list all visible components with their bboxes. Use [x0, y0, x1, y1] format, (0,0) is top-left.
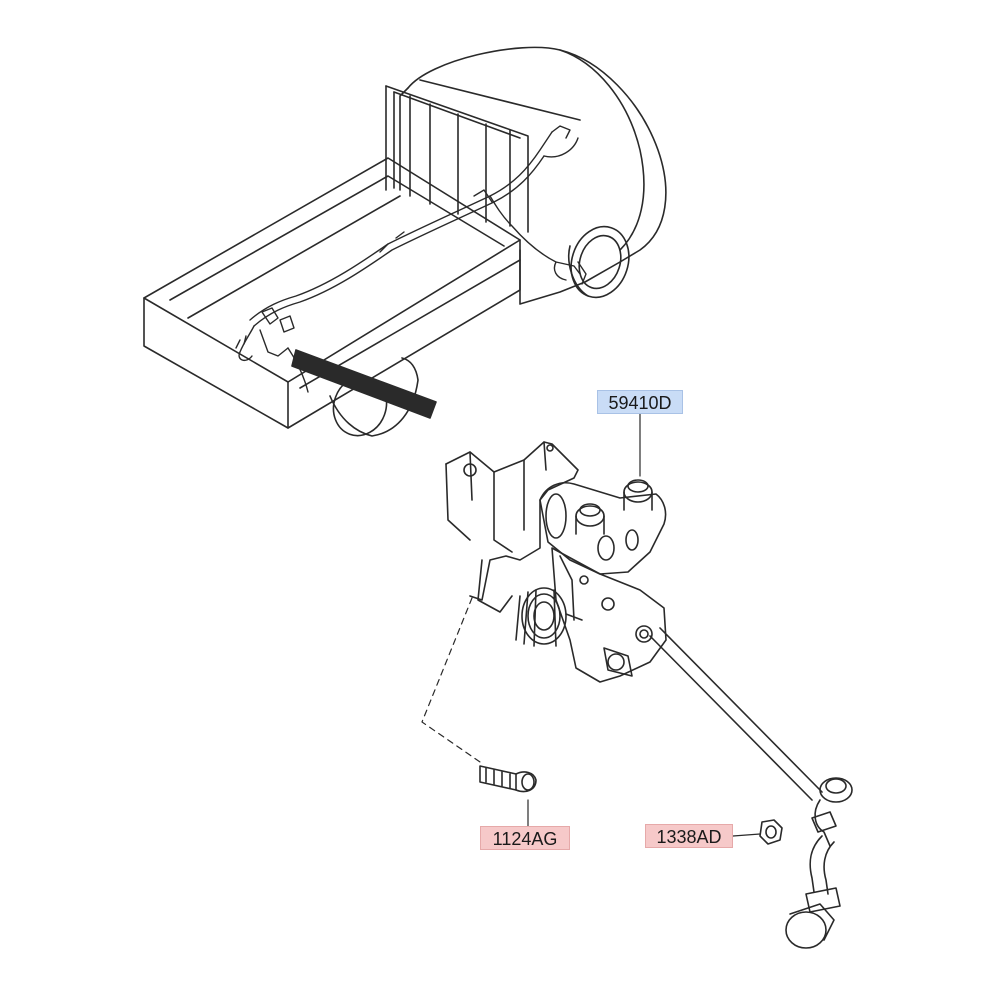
truck-cargo-bed	[143, 157, 521, 429]
bolt-alignment-dashed-line	[421, 597, 481, 763]
sensor-spring	[515, 587, 583, 647]
truck-rear-axle	[291, 349, 437, 437]
part-label-1338AD[interactable]: 1338AD	[645, 824, 733, 848]
truck-cab	[385, 46, 667, 305]
sensor-lever-plate	[551, 547, 667, 683]
part-label-1124AG[interactable]: 1124AG	[480, 826, 570, 850]
truck-wiring-harness	[235, 125, 587, 393]
leader-lines	[421, 413, 761, 837]
truck-illustration	[143, 46, 667, 437]
nut-1338AD	[759, 819, 783, 845]
part-label-59410D[interactable]: 59410D	[597, 390, 683, 414]
bolt-1124AG	[479, 765, 537, 793]
sensor-body	[539, 479, 667, 575]
sensor-link-rod	[649, 627, 853, 949]
height-sensor-assembly	[445, 441, 853, 949]
leader-line-1338AD	[732, 833, 761, 837]
mounting-bracket	[445, 441, 579, 613]
